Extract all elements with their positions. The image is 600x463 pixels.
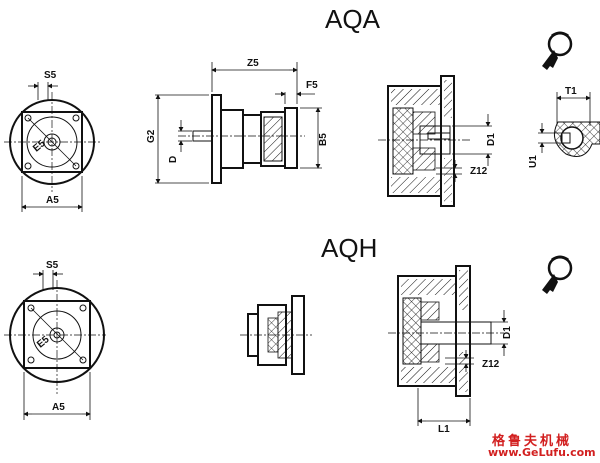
aqh-side-view: [240, 295, 312, 375]
aqa-side-view: [155, 62, 322, 184]
watermark-url: www.GeLufu.com: [488, 446, 596, 459]
aqa-section-view: [378, 75, 492, 207]
label-d1-bottom: D1: [502, 326, 513, 339]
label-f5: F5: [306, 80, 318, 91]
label-u1: U1: [528, 155, 539, 168]
keyway-detail: [538, 92, 600, 157]
section-title-aqh: AQH: [321, 233, 378, 263]
label-d: D: [168, 156, 179, 163]
label-e5-top: E5: [31, 138, 48, 155]
key-icon: [542, 31, 573, 70]
key-icon: [542, 255, 573, 294]
label-a5-bottom: A5: [52, 402, 65, 413]
label-g2: G2: [146, 129, 157, 143]
label-b5: B5: [318, 133, 329, 146]
aqh-section-view: [388, 265, 508, 426]
label-s5-bottom: S5: [46, 260, 59, 271]
label-s5-top: S5: [44, 70, 57, 81]
aqh-flange-front-view: [4, 270, 106, 420]
label-t1: T1: [565, 86, 577, 97]
label-e5-bottom: E5: [35, 334, 52, 351]
label-l1: L1: [438, 424, 450, 435]
aqa-flange-front-view: [4, 82, 100, 212]
section-title-aqa: AQA: [325, 4, 380, 34]
label-d1-top: D1: [486, 133, 497, 146]
label-z12-top: Z12: [470, 166, 488, 177]
label-a5-top: A5: [46, 195, 59, 206]
label-z5: Z5: [247, 58, 259, 69]
watermark-chinese: 格鲁夫机械: [492, 434, 573, 449]
label-z12-bottom: Z12: [482, 359, 500, 370]
